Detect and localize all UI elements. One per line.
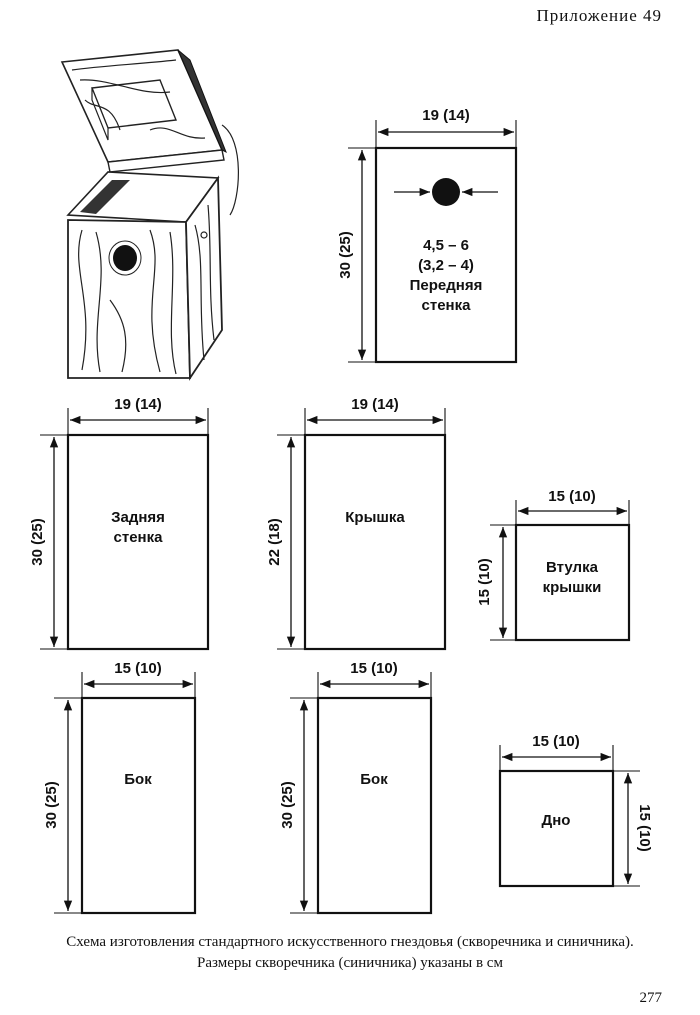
hole-diameter-alt-label: (3,2 – 4) xyxy=(418,257,474,274)
front-height-label: 30 (25) xyxy=(337,231,354,279)
back-wall-panel: 19 (14) 30 (25) Задняя стенка xyxy=(29,396,210,651)
front-width-label: 19 (14) xyxy=(422,107,470,124)
side-left-panel: 15 (10) 30 (25) Бок xyxy=(43,660,197,915)
side-left-name: Бок xyxy=(124,771,152,788)
sleeve-height-label: 15 (10) xyxy=(476,558,493,606)
bottom-name: Дно xyxy=(542,812,571,829)
roof-panel: 19 (14) 22 (18) Крышка xyxy=(266,396,447,651)
back-name-line2: стенка xyxy=(114,529,164,546)
entrance-hole-icon xyxy=(432,178,460,206)
side-right-name: Бок xyxy=(360,771,388,788)
bottom-height-label: 15 (10) xyxy=(636,804,653,852)
sleeve-name-line2: крышки xyxy=(543,579,602,596)
side-left-height-label: 30 (25) xyxy=(43,781,60,829)
roof-width-label: 19 (14) xyxy=(351,396,399,413)
bottom-panel: 15 (10) 15 (10) Дно xyxy=(498,733,653,888)
sleeve-name-line1: Втулка xyxy=(546,559,599,576)
roof-name: Крышка xyxy=(345,509,405,526)
front-wall-panel: 19 (14) 30 (25) 4,5 – 6 (3,2 – 4) Передн… xyxy=(337,107,518,364)
page-number: 277 xyxy=(639,990,663,1006)
caption-line-1: Схема изготовления стандартного искусств… xyxy=(66,934,634,950)
roof-height-label: 22 (18) xyxy=(266,518,283,566)
back-height-label: 30 (25) xyxy=(29,518,46,566)
appendix-header: Приложение 49 xyxy=(536,6,662,25)
back-name-line1: Задняя xyxy=(111,509,165,526)
caption-line-2: Размеры скворечника (синичника) указаны … xyxy=(197,955,503,971)
birdhouse-sketch-icon xyxy=(60,49,239,381)
lid-sleeve-panel: 15 (10) 15 (10) Втулка крышки xyxy=(476,488,631,642)
side-right-width-label: 15 (10) xyxy=(350,660,398,677)
back-width-label: 19 (14) xyxy=(114,396,162,413)
side-left-width-label: 15 (10) xyxy=(114,660,162,677)
hole-diameter-label: 4,5 – 6 xyxy=(423,237,469,254)
bottom-width-label: 15 (10) xyxy=(532,733,580,750)
front-name-line2: стенка xyxy=(422,297,472,314)
side-right-panel: 15 (10) 30 (25) Бок xyxy=(279,660,433,915)
side-right-height-label: 30 (25) xyxy=(279,781,296,829)
front-name-line1: Передняя xyxy=(410,277,483,294)
sleeve-width-label: 15 (10) xyxy=(548,488,596,505)
